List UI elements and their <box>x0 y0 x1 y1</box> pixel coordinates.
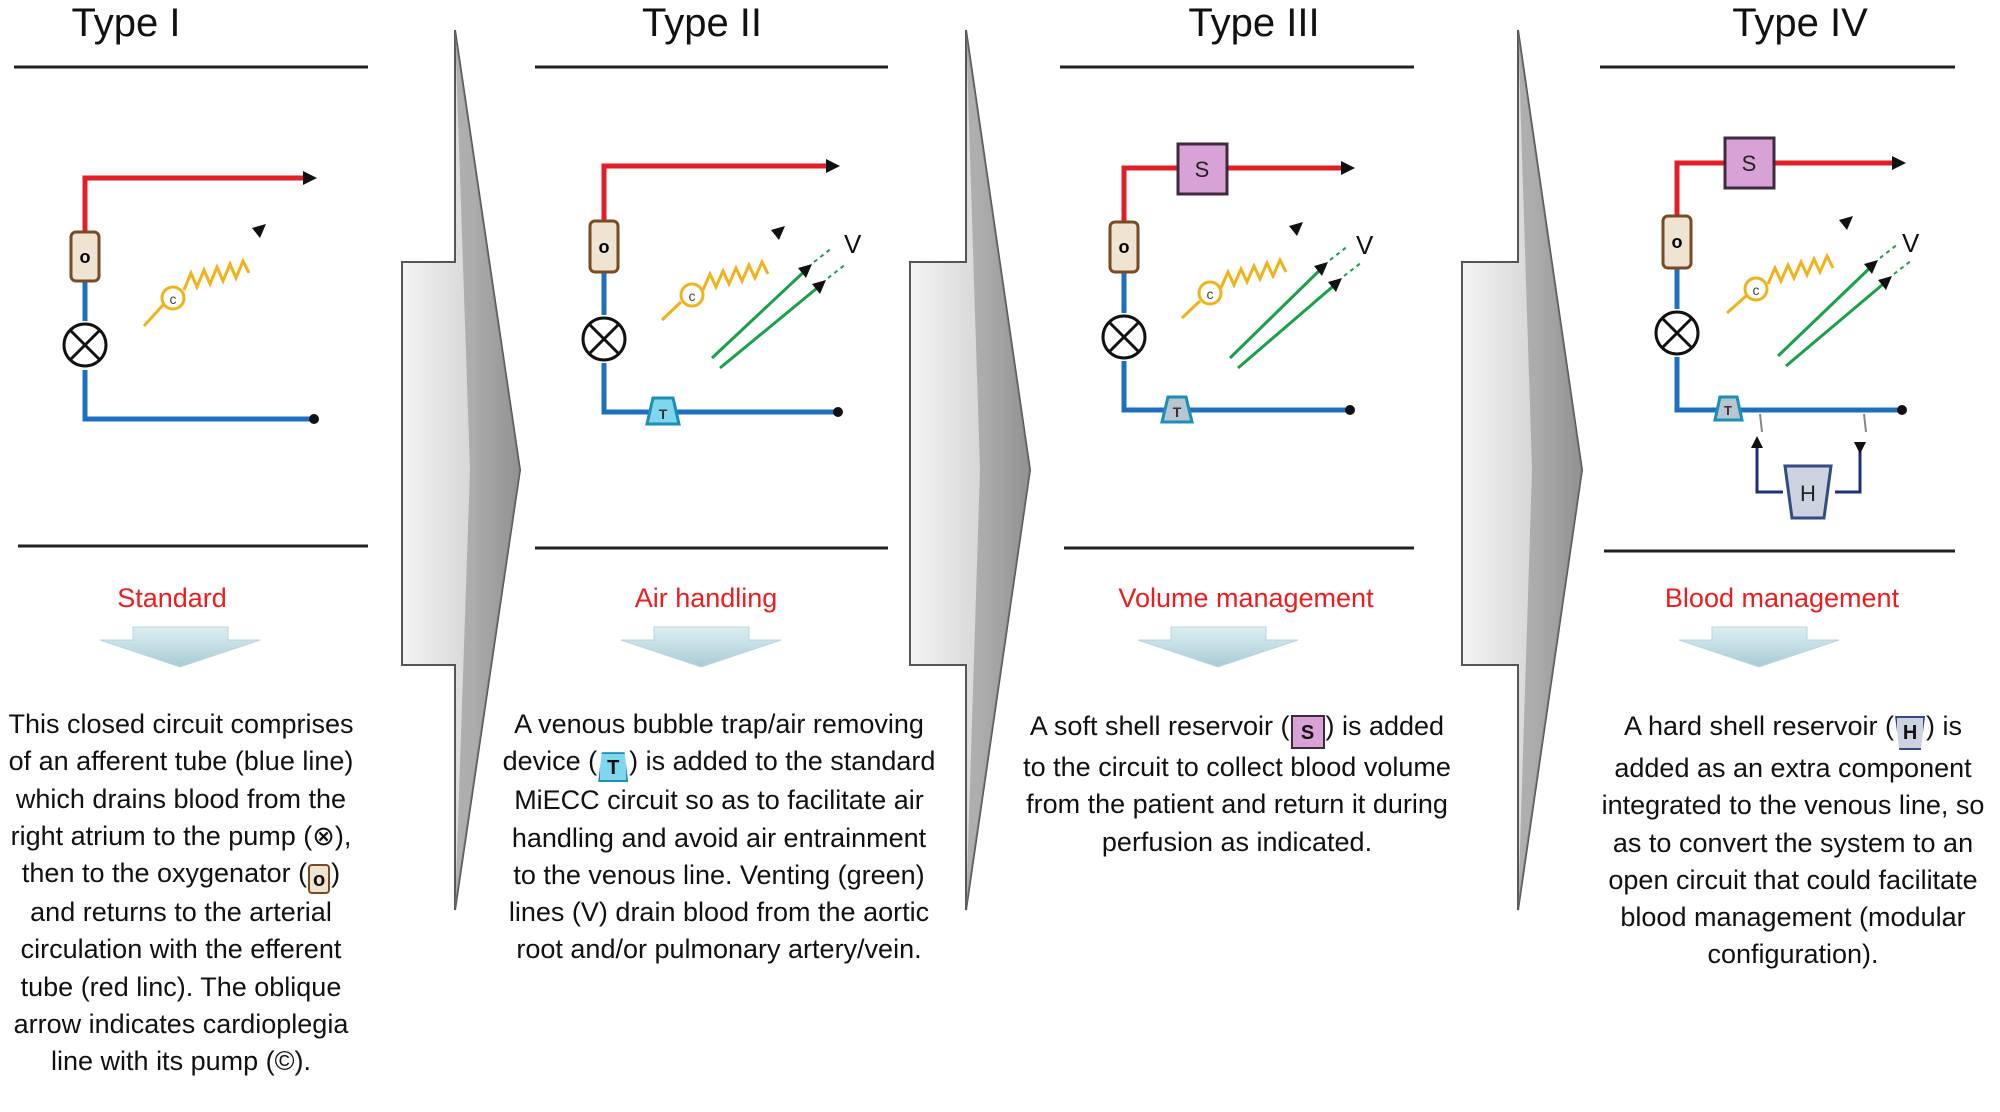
cardioplegia-line: c <box>142 224 266 328</box>
svg-text:T: T <box>659 406 668 422</box>
down-arrow-2 <box>620 626 782 668</box>
panel-title-type-2: Type II <box>641 1 763 45</box>
venous-line <box>82 370 310 422</box>
bubble-trap-icon: T <box>598 752 629 783</box>
pump-icon <box>1654 310 1700 356</box>
description-type-3: A soft shell reservoir (S) is added to t… <box>1023 711 1451 857</box>
circuit-type-3: S o T c V <box>1101 142 1374 424</box>
svg-text:T: T <box>1173 404 1182 420</box>
svg-text:V: V <box>1902 228 1920 258</box>
oxygenator-icon: o <box>1108 220 1140 274</box>
hard-reservoir-icon: H <box>1783 464 1833 520</box>
panel-title-type-1: Type I <box>71 1 181 45</box>
category-label-air-handling: Air handling <box>634 583 778 613</box>
svg-text:V: V <box>1356 230 1374 260</box>
pump-icon <box>62 322 108 368</box>
description-type-4: A hard shell reservoir (H) is added as a… <box>1601 711 1985 970</box>
oxygenator-icon: o <box>588 219 620 274</box>
cardioplegia-line: c <box>1725 216 1853 315</box>
hard-reservoir-icon: H <box>1895 716 1926 750</box>
svg-text:c: c <box>1207 286 1214 302</box>
circuit-type-2: o T c V <box>581 159 862 426</box>
oxygenator-icon: o <box>69 230 101 283</box>
svg-text:T: T <box>1724 403 1732 418</box>
circuit-type-1: o c <box>62 171 319 424</box>
bubble-trap-icon: T <box>645 396 681 426</box>
description-type-1: This closed circuit comprises of an affe… <box>8 709 354 1077</box>
down-arrow-3 <box>1137 626 1299 668</box>
panel-title-type-4: Type IV <box>1732 1 1868 45</box>
chevron-arrow-2 <box>909 29 1032 911</box>
svg-text:V: V <box>844 229 862 259</box>
category-label-volume-management: Volume management <box>1118 583 1374 613</box>
panel-title-type-3: Type III <box>1188 1 1320 45</box>
divider-lines <box>14 65 1955 553</box>
svg-text:o: o <box>80 247 91 267</box>
description-type-2: A venous bubble trap/air removing device… <box>502 709 936 965</box>
cardioplegia-line: c <box>660 226 785 322</box>
soft-reservoir-icon: S <box>1290 715 1325 749</box>
bubble-trap-icon: T <box>1713 395 1744 422</box>
pump-icon <box>1101 314 1147 360</box>
arterial-line <box>82 175 307 232</box>
svg-text:c: c <box>170 291 177 307</box>
oxygenator-icon: o <box>1661 214 1693 270</box>
svg-text:c: c <box>1753 282 1760 298</box>
svg-text:H: H <box>1800 481 1816 506</box>
cardioplegia-line: c <box>1180 222 1303 320</box>
oxygenator-icon: o <box>308 864 331 895</box>
bubble-trap-icon: T <box>1160 395 1194 424</box>
pump-icon <box>581 316 627 362</box>
hard-reservoir-branch <box>1751 413 1867 494</box>
chevron-arrow-1 <box>401 29 522 911</box>
soft-reservoir-icon: S <box>1723 136 1776 190</box>
vent-lines: V <box>1776 228 1920 368</box>
category-label-blood-management: Blood management <box>1664 583 1900 613</box>
down-arrow-1 <box>99 626 261 668</box>
vent-lines: V <box>1228 230 1374 370</box>
svg-text:c: c <box>689 288 696 304</box>
category-label-standard: Standard <box>117 583 227 613</box>
arrowhead <box>303 171 317 185</box>
down-arrow-4 <box>1678 626 1840 668</box>
svg-text:S: S <box>1742 151 1757 176</box>
svg-text:o: o <box>1119 237 1130 257</box>
circuit-type-4: H S o T c <box>1654 136 1920 520</box>
chevron-arrow-3 <box>1461 29 1584 911</box>
svg-text:o: o <box>1672 232 1683 252</box>
svg-text:o: o <box>599 237 610 257</box>
soft-reservoir-icon: S <box>1176 142 1229 196</box>
vent-lines: V <box>710 229 862 370</box>
svg-text:S: S <box>1195 157 1210 182</box>
